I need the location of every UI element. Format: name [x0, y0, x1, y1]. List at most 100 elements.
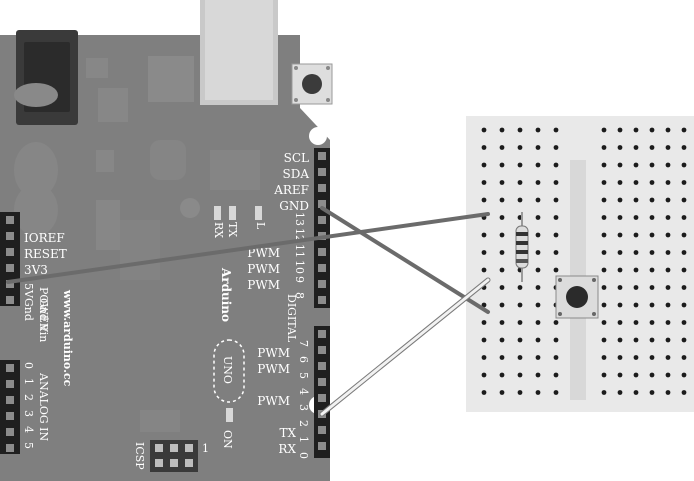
breadboard-hole[interactable] [601, 215, 607, 220]
breadboard-hole[interactable] [601, 302, 607, 308]
breadboard-hole[interactable] [481, 180, 487, 185]
header-pin[interactable] [318, 394, 326, 402]
breadboard-hole[interactable] [601, 285, 607, 290]
breadboard-hole[interactable] [499, 285, 505, 290]
breadboard-hole[interactable] [535, 197, 541, 203]
breadboard-hole[interactable] [681, 355, 687, 360]
breadboard-hole[interactable] [665, 337, 671, 343]
header-pin[interactable] [318, 248, 326, 256]
breadboard-hole[interactable] [633, 215, 639, 220]
breadboard-hole[interactable] [499, 127, 505, 133]
header-pin[interactable] [6, 280, 14, 288]
breadboard-hole[interactable] [481, 320, 487, 325]
breadboard-hole[interactable] [517, 180, 523, 185]
breadboard-hole[interactable] [481, 372, 487, 378]
breadboard-hole[interactable] [517, 320, 523, 325]
breadboard-hole[interactable] [649, 267, 655, 273]
breadboard-hole[interactable] [499, 215, 505, 220]
breadboard-hole[interactable] [617, 337, 623, 343]
breadboard-hole[interactable] [617, 320, 623, 325]
header-pin[interactable] [6, 396, 14, 404]
breadboard-hole[interactable] [681, 215, 687, 220]
header-pin[interactable] [318, 216, 326, 224]
breadboard-hole[interactable] [681, 180, 687, 185]
breadboard-hole[interactable] [617, 250, 623, 255]
breadboard-hole[interactable] [649, 180, 655, 185]
breadboard-hole[interactable] [517, 302, 523, 308]
breadboard-hole[interactable] [681, 145, 687, 150]
breadboard-hole[interactable] [553, 180, 559, 185]
breadboard-hole[interactable] [649, 197, 655, 203]
breadboard-hole[interactable] [649, 215, 655, 220]
breadboard-hole[interactable] [601, 162, 607, 168]
breadboard-hole[interactable] [499, 197, 505, 203]
breadboard-hole[interactable] [633, 180, 639, 185]
breadboard-hole[interactable] [499, 145, 505, 150]
breadboard-hole[interactable] [481, 355, 487, 360]
breadboard-hole[interactable] [665, 285, 671, 290]
breadboard-hole[interactable] [481, 232, 487, 238]
breadboard-hole[interactable] [649, 320, 655, 325]
breadboard-hole[interactable] [553, 390, 559, 395]
breadboard-hole[interactable] [517, 145, 523, 150]
breadboard-hole[interactable] [553, 197, 559, 203]
header-pin[interactable] [6, 296, 14, 304]
breadboard-hole[interactable] [633, 285, 639, 290]
breadboard-hole[interactable] [665, 267, 671, 273]
header-pin[interactable] [318, 264, 326, 272]
breadboard-hole[interactable] [665, 355, 671, 360]
breadboard-hole[interactable] [535, 285, 541, 290]
breadboard-hole[interactable] [535, 320, 541, 325]
breadboard-hole[interactable] [665, 197, 671, 203]
breadboard-hole[interactable] [499, 390, 505, 395]
breadboard-hole[interactable] [517, 355, 523, 360]
breadboard-hole[interactable] [665, 180, 671, 185]
breadboard-hole[interactable] [681, 337, 687, 343]
header-pin[interactable] [318, 200, 326, 208]
breadboard-hole[interactable] [601, 145, 607, 150]
breadboard-hole[interactable] [499, 320, 505, 325]
breadboard-hole[interactable] [517, 127, 523, 133]
breadboard-hole[interactable] [665, 127, 671, 133]
breadboard-hole[interactable] [617, 180, 623, 185]
breadboard-hole[interactable] [601, 180, 607, 185]
breadboard-hole[interactable] [601, 337, 607, 343]
breadboard-hole[interactable] [535, 390, 541, 395]
breadboard-hole[interactable] [535, 372, 541, 378]
breadboard-hole[interactable] [553, 232, 559, 238]
pushbutton-cap[interactable] [566, 286, 588, 308]
breadboard-hole[interactable] [681, 250, 687, 255]
breadboard-hole[interactable] [535, 127, 541, 133]
header-pin[interactable] [318, 426, 326, 434]
breadboard-hole[interactable] [499, 337, 505, 343]
header-pin[interactable] [318, 168, 326, 176]
breadboard-hole[interactable] [665, 162, 671, 168]
breadboard-hole[interactable] [665, 250, 671, 255]
breadboard-hole[interactable] [633, 232, 639, 238]
breadboard-hole[interactable] [481, 127, 487, 133]
breadboard-hole[interactable] [633, 267, 639, 273]
breadboard-hole[interactable] [649, 250, 655, 255]
breadboard-hole[interactable] [617, 285, 623, 290]
breadboard-hole[interactable] [617, 267, 623, 273]
breadboard-hole[interactable] [481, 197, 487, 203]
breadboard-hole[interactable] [681, 162, 687, 168]
breadboard-hole[interactable] [499, 232, 505, 238]
breadboard-hole[interactable] [617, 197, 623, 203]
breadboard-hole[interactable] [553, 355, 559, 360]
breadboard-hole[interactable] [601, 127, 607, 133]
breadboard-hole[interactable] [681, 285, 687, 290]
breadboard-hole[interactable] [633, 337, 639, 343]
header-pin[interactable] [318, 184, 326, 192]
breadboard-hole[interactable] [649, 337, 655, 343]
breadboard-hole[interactable] [681, 197, 687, 203]
header-pin[interactable] [6, 248, 14, 256]
breadboard-hole[interactable] [601, 267, 607, 273]
breadboard-hole[interactable] [517, 285, 523, 290]
header-pin[interactable] [6, 412, 14, 420]
breadboard-hole[interactable] [481, 145, 487, 150]
breadboard-hole[interactable] [553, 250, 559, 255]
breadboard-hole[interactable] [633, 145, 639, 150]
header-pin[interactable] [6, 232, 14, 240]
breadboard-hole[interactable] [601, 372, 607, 378]
